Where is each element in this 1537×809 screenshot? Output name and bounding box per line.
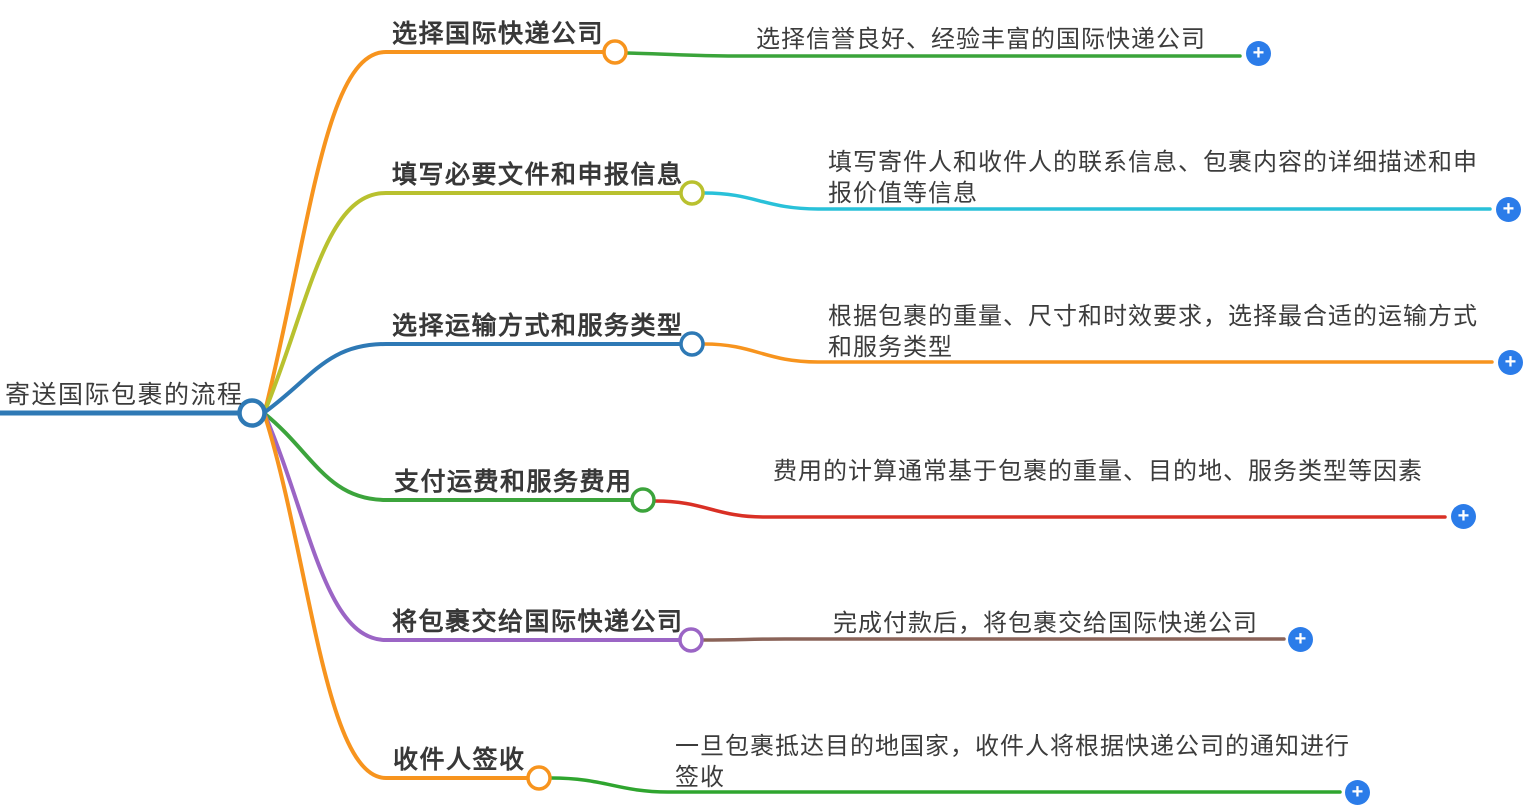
leaf-line-6: [549, 776, 1342, 794]
leaf-description-2[interactable]: 填写寄件人和收件人的联系信息、包裹内容的详细描述和申报价值等信息: [828, 149, 1478, 207]
plus-icon: +: [1252, 42, 1265, 64]
leaf-line-2: [702, 191, 1492, 211]
leaf-line-3: [702, 342, 1494, 364]
leaf-line-4: [653, 499, 1447, 519]
leaf-description-5[interactable]: 完成付款后，将包裹交给国际快递公司: [833, 610, 1258, 637]
branch-title-3[interactable]: 选择运输方式和服务类型: [392, 312, 684, 340]
branch-title-5[interactable]: 将包裹交给国际快递公司: [392, 608, 684, 636]
add-child-button-5[interactable]: +: [1288, 627, 1313, 652]
branch-node-circle-6[interactable]: [526, 765, 552, 791]
root-node-circle[interactable]: [237, 398, 267, 428]
leaf-description-6[interactable]: 一旦包裹抵达目的地国家，收件人将根据快递公司的通知进行签收: [675, 733, 1350, 791]
branch-line-5: [263, 413, 681, 642]
add-child-button-4[interactable]: +: [1451, 504, 1476, 529]
branch-line-4: [263, 412, 633, 502]
plus-icon: +: [1457, 505, 1470, 527]
leaf-line-1: [625, 51, 1242, 58]
branch-title-6[interactable]: 收件人签收: [393, 746, 526, 774]
leaf-description-4[interactable]: 费用的计算通常基于包裹的重量、目的地、服务类型等因素: [773, 458, 1423, 485]
branch-node-circle-2[interactable]: [679, 180, 705, 206]
branch-line-2: [263, 191, 682, 413]
branch-line-3: [263, 342, 682, 414]
branch-line-1: [263, 50, 605, 413]
branch-node-circle-5[interactable]: [678, 627, 704, 653]
add-child-button-3[interactable]: +: [1498, 350, 1523, 375]
plus-icon: +: [1351, 781, 1364, 803]
leaf-description-3[interactable]: 根据包裹的重量、尺寸和时效要求，选择最合适的运输方式和服务类型: [828, 303, 1478, 361]
branch-node-circle-1[interactable]: [602, 39, 628, 65]
leaf-line-5: [701, 637, 1286, 642]
root-node-label[interactable]: 寄送国际包裹的流程: [5, 381, 244, 409]
add-child-button-2[interactable]: +: [1496, 197, 1521, 222]
add-child-button-6[interactable]: +: [1345, 780, 1370, 805]
branch-title-1[interactable]: 选择国际快递公司: [392, 20, 605, 48]
plus-icon: +: [1294, 628, 1307, 650]
add-child-button-1[interactable]: +: [1246, 41, 1271, 66]
branch-title-4[interactable]: 支付运费和服务费用: [394, 468, 633, 496]
leaf-description-1[interactable]: 选择信誉良好、经验丰富的国际快递公司: [756, 26, 1206, 53]
branch-title-2[interactable]: 填写必要文件和申报信息: [392, 161, 684, 189]
plus-icon: +: [1504, 351, 1517, 373]
plus-icon: +: [1502, 198, 1515, 220]
branch-node-circle-4[interactable]: [630, 487, 656, 513]
branch-node-circle-3[interactable]: [679, 331, 705, 357]
branch-line-6: [263, 414, 529, 780]
